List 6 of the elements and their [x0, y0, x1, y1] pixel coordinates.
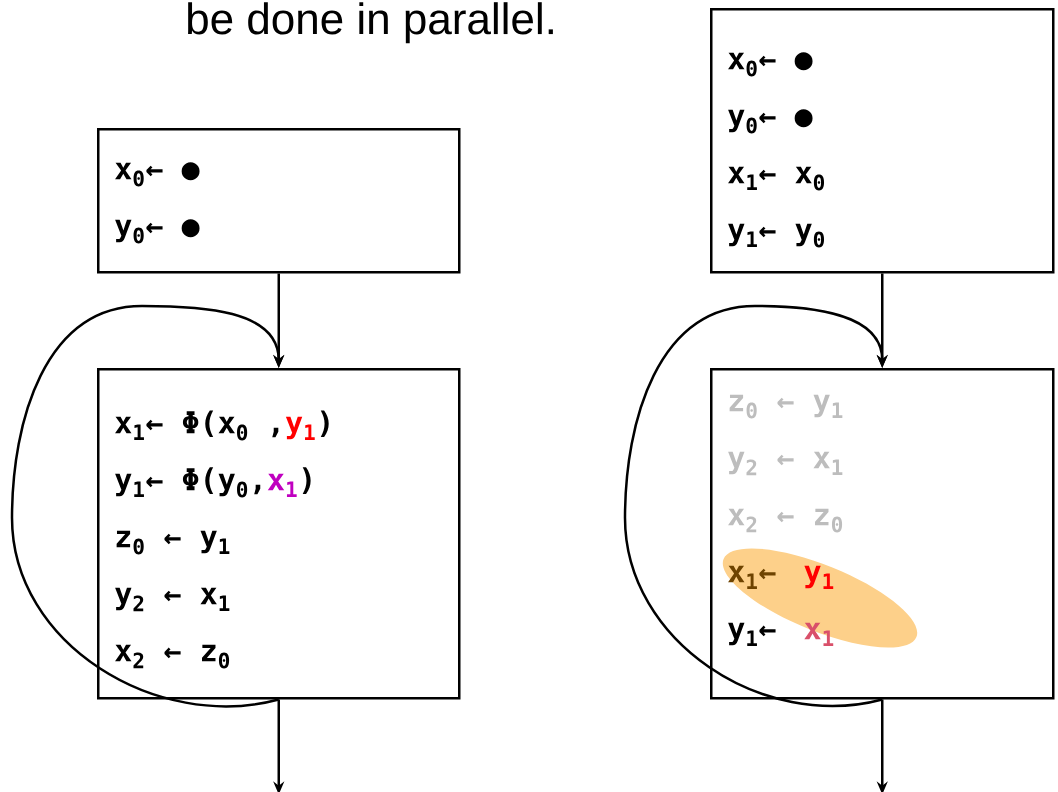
code-box: x$_{0}$← ● y$_{0}$← ●: [97, 128, 461, 274]
loop-arrow: [10, 304, 285, 708]
code-box: x$_{1}$← Φ(x$_{0}$ , y$_{1}$ ) y$_{1}$← Φ(y$_{0}$, x$_{1}$ ) z$_{0}$ ← y$_{1}$ y$_{2}$ ← x$_{1}$ x$_{2}$ ← z$_{0}$: [97, 368, 461, 700]
code-box: x$_{0}$← ● y$_{0}$← ● x$_{1}$← x$_{0}$ y$_{1}$← y$_{0}$: [710, 8, 1055, 274]
heading-text: be done in parallel.: [188, 2, 553, 44]
loop-arrow: [623, 304, 888, 707]
